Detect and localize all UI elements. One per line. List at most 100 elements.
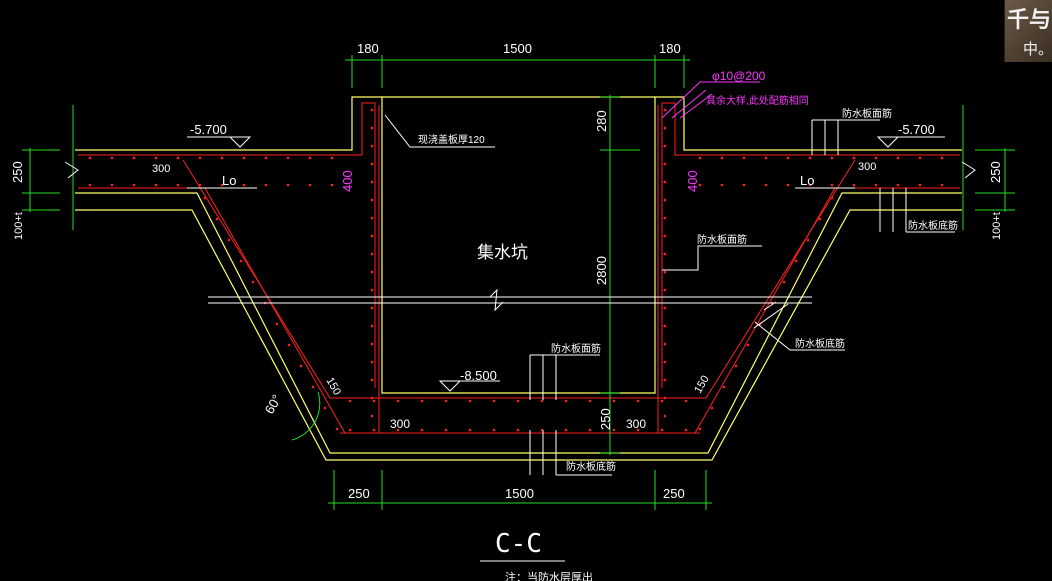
rebar-dot <box>110 183 114 187</box>
outline-outer-lower <box>75 209 962 461</box>
rebar-dot <box>287 343 291 347</box>
rebar-dot <box>420 399 424 403</box>
rebar-dot <box>698 427 702 431</box>
rebar-dot <box>720 156 724 160</box>
rebar-dot <box>663 324 667 328</box>
rebar-dot <box>370 378 374 382</box>
rebar-dot <box>492 428 496 432</box>
rebar-dot <box>564 428 568 432</box>
rebar-dot <box>588 428 592 432</box>
break-lines <box>64 161 976 312</box>
rebar-dot <box>874 183 878 187</box>
logo-line-1: 千与 <box>1007 7 1052 33</box>
rebar-dot <box>612 428 616 432</box>
rebar-dot <box>742 156 746 160</box>
rebar-dot <box>335 427 339 431</box>
rebar-top-left <box>78 102 376 388</box>
wp-floor-bottom: 防水板底筋 <box>566 460 616 473</box>
rebar-dot <box>444 399 448 403</box>
rebar-dot <box>684 399 688 403</box>
dim-100t-right: 100+t <box>991 212 1003 240</box>
rebar-slope-right <box>705 159 856 399</box>
anchor-right: Lo <box>800 173 814 188</box>
outline-top-left <box>75 96 962 394</box>
rebar-dot <box>663 234 667 238</box>
rebar-note: 其余大样,此处配筋相同 <box>706 94 809 107</box>
rebar-dot <box>896 183 900 187</box>
rebar-dot <box>663 414 667 418</box>
dim-300-floor-left: 300 <box>390 417 410 431</box>
rebar-dot <box>663 378 667 382</box>
rebar-dot <box>396 399 400 403</box>
rebar-dot <box>852 183 856 187</box>
rebar-dot <box>516 399 520 403</box>
rebar-dot <box>348 399 352 403</box>
rebar-dot <box>660 428 664 432</box>
rebar-dot <box>370 216 374 220</box>
rebar-dot <box>154 183 158 187</box>
rebar-dot <box>612 399 616 403</box>
rebar-dot <box>663 126 667 130</box>
label-texts: -5.700 -5.700 -8.500 Lo Lo 集水坑 现浇盖板厚120 … <box>190 69 958 581</box>
rebar-dot <box>227 238 231 242</box>
rebar-dot <box>264 156 268 160</box>
dim-250-slab-left: 250 <box>10 161 25 183</box>
dim-280: 280 <box>594 110 609 132</box>
rebar-dot <box>370 108 374 112</box>
rebar-top-right <box>661 102 960 388</box>
watermark-logo: 千与 中。 <box>1004 0 1052 62</box>
rebar-dot <box>663 288 667 292</box>
dim-400-right: 400 <box>685 170 700 192</box>
rebar-dot <box>874 156 878 160</box>
rebar-dot <box>742 183 746 187</box>
rebar-dot <box>264 183 268 187</box>
rebar-dot <box>176 156 180 160</box>
rebar-dot <box>220 183 224 187</box>
dim-180-right: 180 <box>659 41 681 56</box>
pit-name: 集水坑 <box>477 243 528 262</box>
rebar-dot <box>918 156 922 160</box>
rebar-dot <box>564 399 568 403</box>
dim-250-slab-right: 250 <box>988 161 1003 183</box>
section-title: C-C <box>495 529 542 559</box>
rebar-dot <box>198 156 202 160</box>
rebar-dot <box>215 217 219 221</box>
rebar-dot <box>830 156 834 160</box>
wp-wall: 防水板面筋 <box>697 233 747 246</box>
rebar-dot <box>818 217 822 221</box>
rebar-dot <box>764 156 768 160</box>
dim-1500-top: 1500 <box>503 41 532 56</box>
anchor-left: Lo <box>222 173 236 188</box>
rebar-dot <box>88 156 92 160</box>
wp-top-right: 防水板面筋 <box>842 107 892 120</box>
rebar-dot <box>370 162 374 166</box>
rebar-dot <box>444 428 448 432</box>
leader-lines <box>187 114 955 562</box>
wp-slope: 防水板底筋 <box>795 337 845 350</box>
rebar-dot <box>806 238 810 242</box>
rebar-dot <box>468 399 472 403</box>
rebar-dot <box>663 306 667 310</box>
rebar-dot <box>918 183 922 187</box>
rebar-dot <box>220 156 224 160</box>
wp-floor-top: 防水板面筋 <box>551 342 601 355</box>
rebar-dot <box>176 183 180 187</box>
rebar-dot <box>275 322 279 326</box>
rebar-dot <box>370 414 374 418</box>
rebar-dot <box>746 343 750 347</box>
rebar-dot <box>311 385 315 389</box>
elev-bottom: -8.500 <box>460 368 497 383</box>
rebar-dot <box>348 428 352 432</box>
rebar-dot <box>251 280 255 284</box>
rebar-dot <box>782 280 786 284</box>
rebar-dot <box>110 156 114 160</box>
dim-100t-left: 100+t <box>13 212 25 240</box>
rebar-dot <box>370 198 374 202</box>
rebar-dot <box>636 428 640 432</box>
rebar-dot <box>88 183 92 187</box>
rebar-spec: φ10@200 <box>712 69 766 83</box>
rebar-dot <box>698 183 702 187</box>
rebar-dot <box>852 156 856 160</box>
rebar-dot <box>516 428 520 432</box>
